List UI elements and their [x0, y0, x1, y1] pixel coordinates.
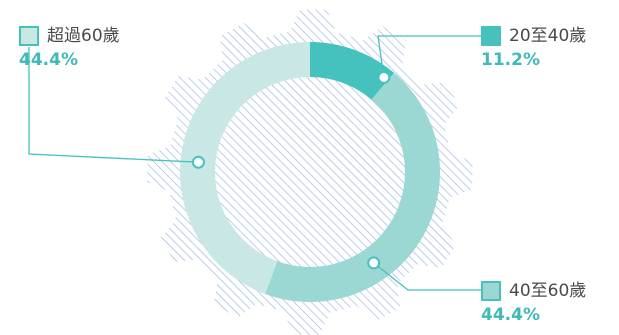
- leader-line-0: [377, 35, 481, 78]
- legend-label-40-60: 40至60歲: [509, 281, 587, 301]
- leader-lines: [28, 35, 481, 291]
- leader-line-2: [28, 47, 199, 163]
- donut-hole: [216, 78, 404, 266]
- legend-label-20-40: 20至40歲: [509, 26, 587, 46]
- legend-value-over-60: 44.4%: [19, 50, 78, 70]
- legend-20-40: 20至40歲 11.2%: [481, 25, 586, 71]
- legend-40-60: 40至60歲 44.4%: [481, 280, 586, 326]
- leader-dot-2: [191, 155, 205, 169]
- legend-value-20-40: 11.2%: [481, 50, 540, 70]
- slice-1: [265, 72, 441, 303]
- legend-swatch-over-60: [19, 26, 39, 46]
- legend-over-60: 超過60歲 44.4%: [19, 25, 120, 71]
- legend-swatch-20-40: [481, 26, 501, 46]
- slice-2: [179, 42, 310, 295]
- legend-value-40-60: 44.4%: [481, 305, 540, 325]
- legend-swatch-40-60: [481, 281, 501, 301]
- slice-0: [310, 42, 395, 100]
- legend-label-over-60: 超過60歲: [47, 26, 120, 46]
- leader-dot-1: [367, 256, 381, 270]
- donut-slices: [179, 42, 441, 303]
- leader-line-1: [373, 262, 481, 291]
- leader-dot-0: [377, 70, 391, 84]
